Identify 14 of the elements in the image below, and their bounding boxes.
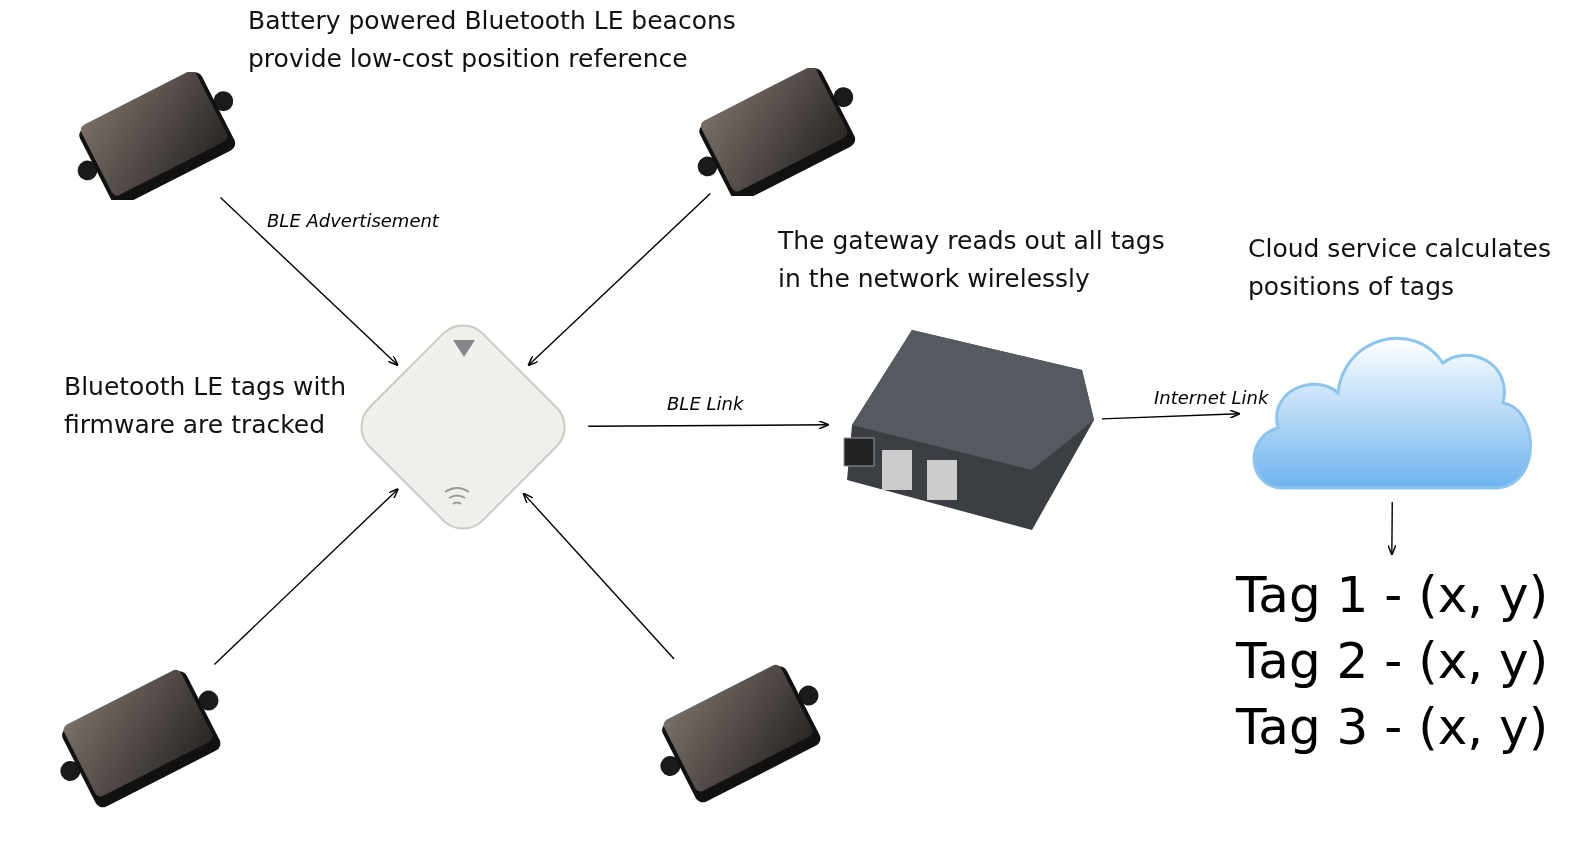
caption-text: Cloud service calculates positions of tags: [1248, 233, 1552, 303]
arrow: [1101, 409, 1241, 420]
caption-text: Bluetooth LE tags with firmware are tracked: [64, 371, 347, 441]
arrow: [527, 192, 712, 367]
caption-text: The gateway reads out all tags in the network wirelessly: [778, 225, 1166, 295]
arrow: [219, 196, 399, 367]
arrow: [587, 420, 830, 430]
arrow: [1387, 501, 1397, 556]
result-text: Tag 2 - (x, y): [1236, 631, 1546, 692]
arrow: [522, 492, 675, 660]
result-text: Tag 3 - (x, y): [1236, 697, 1546, 758]
caption-text: Battery powered Bluetooth LE beacons provide low-cost position reference: [248, 5, 737, 75]
result-text: Tag 1 - (x, y): [1236, 565, 1546, 626]
arrow: [213, 488, 400, 666]
